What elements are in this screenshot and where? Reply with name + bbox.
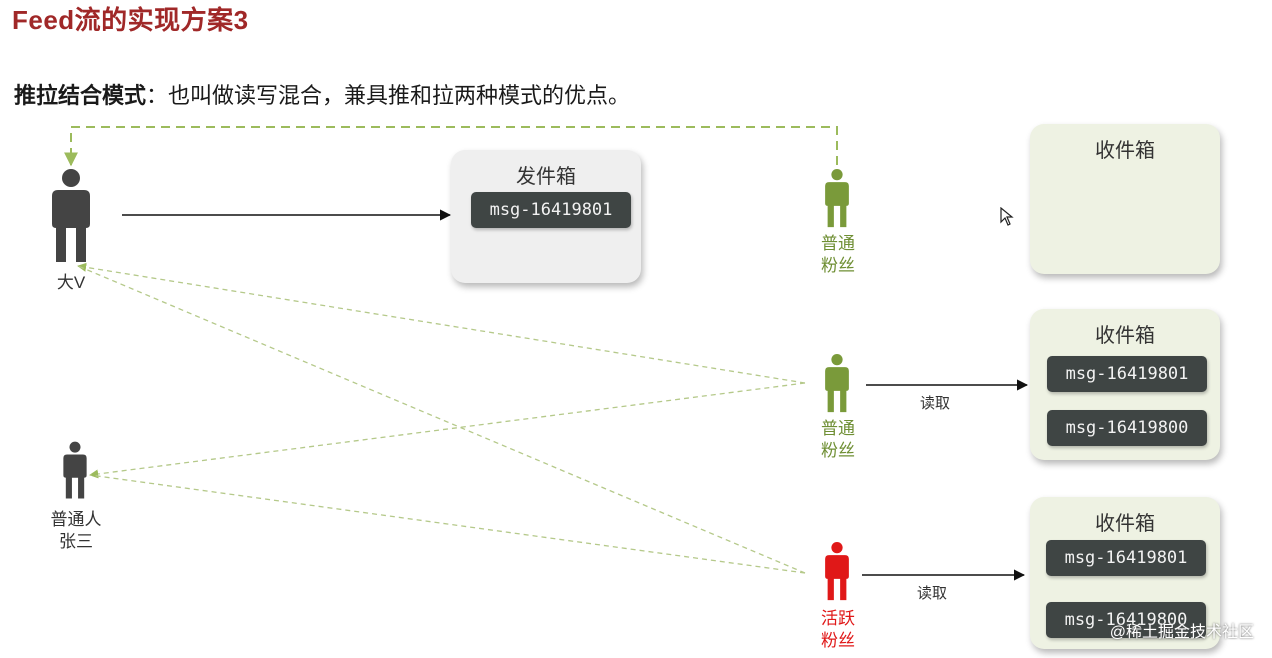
active-fan-label: 活跃 粉丝 [810,608,866,652]
subtitle-rest: ：也叫做读写混合，兼具推和拉两种模式的优点。 [146,83,631,108]
normal-fan-2-icon [825,354,849,413]
outbox-message: msg-16419801 [471,192,631,228]
normal-fan-1-icon [825,169,849,228]
ordinary-person-label: 普通人 张三 [40,509,112,553]
normal-fan-1-label-line2: 粉丝 [821,256,855,275]
inbox-2-title: 收件箱 [1095,325,1155,347]
inbox-2-message-1: msg-16419801 [1047,356,1207,392]
active-read-label: 读取 [917,585,948,602]
fan1-to-bigv-dashed [64,126,838,167]
outbox-title: 发件箱 [516,166,576,188]
inbox-1-title: 收件箱 [1095,140,1155,162]
active-to-bigv-dashed [77,265,806,574]
inbox-3: 收件箱 msg-16419801 msg-16419800 [1030,497,1220,649]
inbox-3-title: 收件箱 [1095,513,1155,535]
subtitle-bold: 推拉结合模式 [14,83,147,108]
outbox: 发件箱 msg-16419801 [451,150,641,283]
inbox-2: 收件箱 msg-16419801 msg-16419800 [1030,309,1220,460]
normal-fan-1-label: 普通 粉丝 [810,233,866,277]
slide-subtitle: 推拉结合模式：也叫做读写混合，兼具推和拉两种模式的优点。 [14,78,630,110]
active-fan-label-line1: 活跃 [821,609,855,628]
normal-fan-2-label: 普通 粉丝 [810,418,866,462]
ordinary-person-label-line1: 普通人 [50,510,102,529]
inbox-1: 收件箱 [1030,124,1220,274]
ordinary-person-icon [63,441,87,499]
inbox-3-message-1: msg-16419801 [1046,540,1206,576]
inbox-2-message-2: msg-16419800 [1047,410,1207,446]
active-to-person-dashed [89,474,806,574]
active-fan-icon [825,542,849,601]
normal-fan-2-label-line2: 粉丝 [821,441,855,460]
ordinary-person-label-line2: 张三 [59,532,93,551]
big-v-label: 大V [56,273,86,292]
active-fan-label-line2: 粉丝 [821,631,855,650]
mouse-cursor-icon [1000,207,1014,226]
normal-fan-2-label-line1: 普通 [821,419,855,438]
fan2-to-bigv-dashed [77,262,806,384]
fan2-to-person-dashed [89,382,806,479]
slide-title: Feed流的实现方案3 [12,5,249,35]
big-v-person-icon [52,169,90,262]
normal-fan-1-label-line1: 普通 [821,234,855,253]
inbox-3-message-2: msg-16419800 [1046,602,1206,638]
watermark: @稀土掘金技术社区 [1109,624,1254,641]
fan2-read-label: 读取 [920,395,951,412]
